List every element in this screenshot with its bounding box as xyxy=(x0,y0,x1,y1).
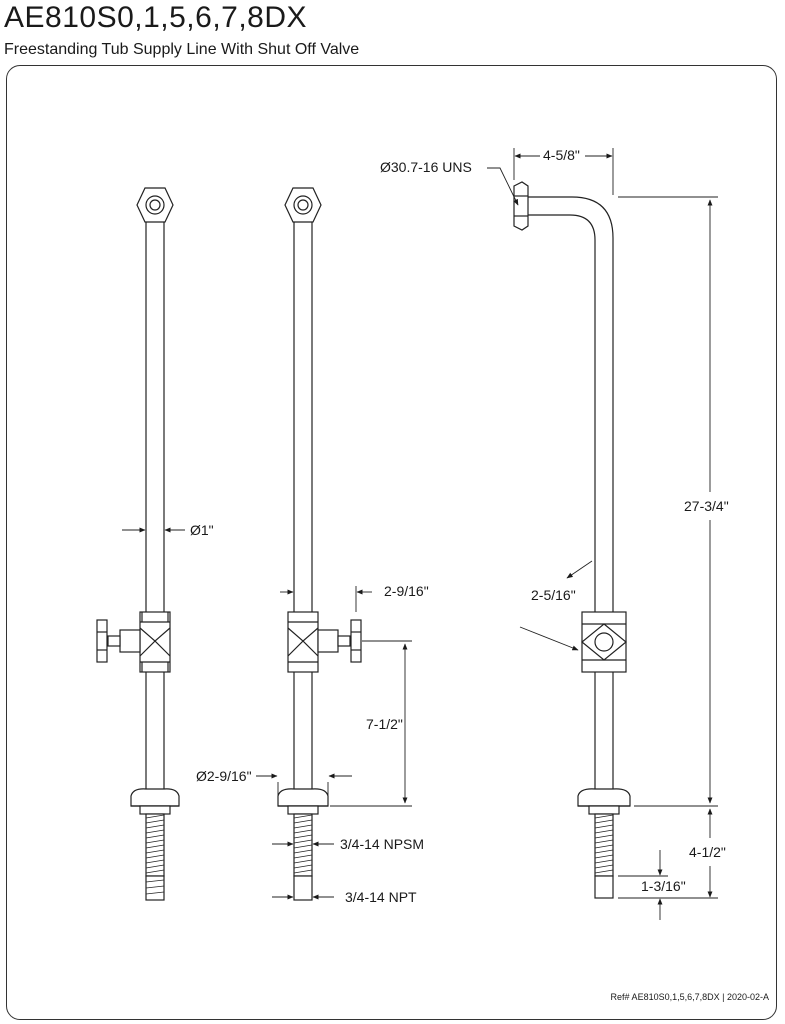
right-floor-flange xyxy=(577,788,631,807)
inlet-thread-label: Ø30.7-16 UNS xyxy=(380,159,472,175)
left-top-hex-nut xyxy=(136,187,174,223)
left-floor-flange xyxy=(130,788,180,807)
flange-diameter-label: Ø2-9/16" xyxy=(196,768,252,784)
middle-valve-body xyxy=(287,611,319,673)
left-cross-handle xyxy=(96,619,108,663)
elbow-valve-offset-label: 2-5/16" xyxy=(531,587,576,603)
reference-number: Ref# AE810S0,1,5,6,7,8DX | 2020-02-A xyxy=(610,992,769,1002)
page-subtitle: Freestanding Tub Supply Line With Shut O… xyxy=(4,41,360,58)
drawing-frame xyxy=(6,65,777,1020)
valve-offset-label: 2-9/16" xyxy=(384,583,429,599)
left-supply-line xyxy=(96,187,180,901)
npt-thread-label: 3/4-14 NPT xyxy=(345,889,417,905)
npt-length-label: 1-3/16" xyxy=(641,878,686,894)
middle-supply-line xyxy=(277,187,362,901)
pipe-diameter-label: Ø1" xyxy=(190,522,214,538)
overall-height-label: 27-3/4" xyxy=(684,498,729,514)
right-elbow-pipe xyxy=(528,196,614,612)
left-valve-body xyxy=(139,611,171,673)
page-title: AE810S0,1,5,6,7,8DX xyxy=(4,1,308,34)
npsm-thread-label: 3/4-14 NPSM xyxy=(340,836,424,852)
middle-cross-handle xyxy=(350,619,362,663)
middle-top-hex-nut xyxy=(284,187,322,223)
valve-height-label: 7-1/2" xyxy=(366,716,403,732)
right-inlet-nut xyxy=(513,181,529,231)
shank-length-label: 4-1/2" xyxy=(689,844,726,860)
elbow-reach-label: 4-5/8" xyxy=(543,147,580,163)
middle-floor-flange xyxy=(277,788,329,807)
right-supply-line xyxy=(513,181,631,899)
